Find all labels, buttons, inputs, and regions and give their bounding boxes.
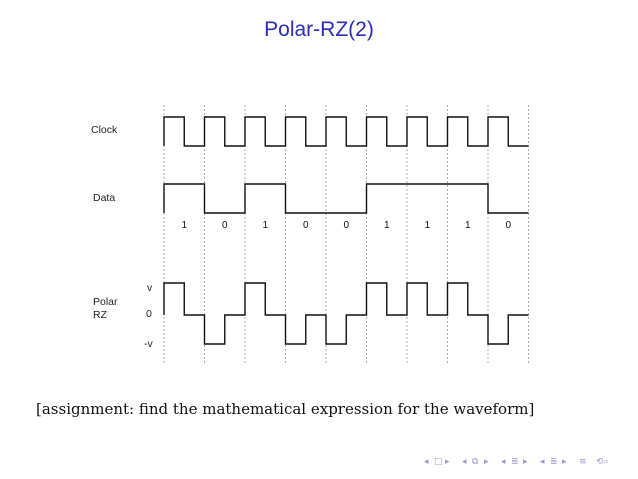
- nav-left-arrow-icon[interactable]: ◂: [462, 457, 467, 467]
- data-bit-label: 0: [505, 220, 511, 231]
- nav-right-arrow-icon[interactable]: ▸: [445, 457, 450, 467]
- nav-right-arrow-icon[interactable]: ▸: [523, 457, 528, 467]
- nav-left-arrow-icon[interactable]: ◂: [424, 457, 429, 467]
- data-bit-label: 0: [222, 220, 228, 231]
- data-bit-label: 1: [262, 220, 268, 231]
- data-bit-label: 1: [424, 220, 430, 231]
- nav-section-icon[interactable]: ≣: [511, 457, 519, 467]
- nav-left-arrow-icon[interactable]: ◂: [501, 457, 506, 467]
- nav-frame-icon[interactable]: □: [434, 457, 443, 467]
- data-bit-label: 1: [384, 220, 390, 231]
- nav-align-icon[interactable]: ≡: [579, 457, 587, 467]
- polar-rz-row-label-line2: RZ: [93, 309, 108, 321]
- level-zero-label: 0: [146, 308, 152, 320]
- clock-waveform: [163, 116, 529, 147]
- nav-right-arrow-icon[interactable]: ▸: [562, 457, 567, 467]
- nav-left-arrow-icon[interactable]: ◂: [540, 457, 545, 467]
- polar-rz-row-label-line1: Polar: [93, 296, 118, 308]
- assignment-caption: [assignment: find the mathematical expre…: [36, 400, 535, 418]
- level-v-label: v: [147, 282, 153, 294]
- clock-row-label: Clock: [91, 124, 118, 136]
- data-waveform: [163, 183, 529, 214]
- nav-search-icon[interactable]: ⟲⌕: [596, 457, 609, 467]
- polar-rz-waveform: [163, 282, 529, 345]
- level-minus-v-label: -v: [144, 338, 153, 350]
- data-bit-label: 0: [343, 220, 349, 231]
- nav-right-arrow-icon[interactable]: ▸: [484, 457, 489, 467]
- slide-title: Polar-RZ(2): [264, 18, 374, 41]
- data-bit-label: 0: [303, 220, 309, 231]
- nav-subsection-icon[interactable]: ⧉: [472, 457, 479, 467]
- nav-section-icon[interactable]: ≣: [550, 457, 558, 467]
- data-row-label: Data: [93, 192, 115, 204]
- data-bit-labels: 1 0 1 0 0 1 1 1 0: [181, 220, 511, 231]
- data-bit-label: 1: [181, 220, 187, 231]
- data-bit-label: 1: [465, 220, 471, 231]
